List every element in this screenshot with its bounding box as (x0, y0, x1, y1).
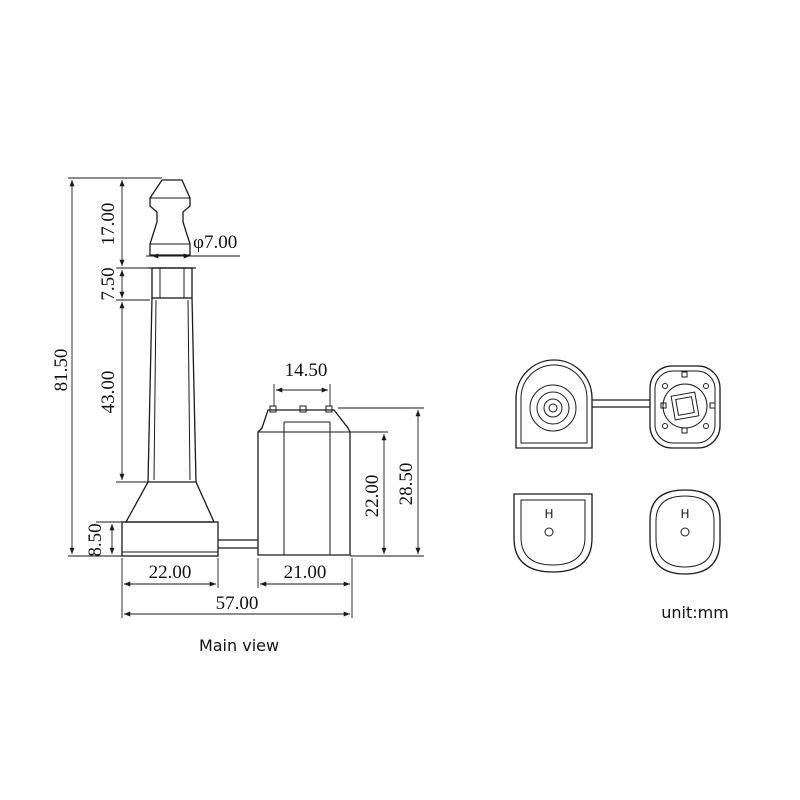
dim-total-width: 57.00 (216, 593, 259, 614)
unit-label: unit:mm (661, 603, 729, 622)
dim-collar-height: 7.50 (98, 267, 119, 300)
bottom-view-right (649, 489, 721, 575)
h-mark-right: H (680, 507, 689, 521)
main-view-caption: Main view (199, 636, 279, 655)
dim-tip-height: 17.00 (98, 203, 119, 246)
dim-lock-top-width: 14.50 (285, 360, 328, 381)
top-view (515, 359, 721, 449)
dim-base-width: 22.00 (149, 562, 192, 583)
dim-base-height: 8.50 (85, 523, 106, 556)
dimension-lines (68, 177, 424, 618)
dim-lock-height: 28.50 (396, 463, 417, 506)
h-mark-left: H (544, 507, 553, 521)
lock-body-side-view (257, 405, 351, 556)
dim-lock-inner-height: 22.00 (362, 475, 383, 518)
dim-lock-width: 21.00 (284, 562, 327, 583)
bolt-side-view (121, 179, 258, 557)
dim-diameter: φ7.00 (193, 232, 237, 253)
dim-shaft-height: 43.00 (98, 371, 119, 414)
dim-total-height: 81.50 (51, 349, 72, 392)
bottom-view-left (513, 493, 593, 573)
